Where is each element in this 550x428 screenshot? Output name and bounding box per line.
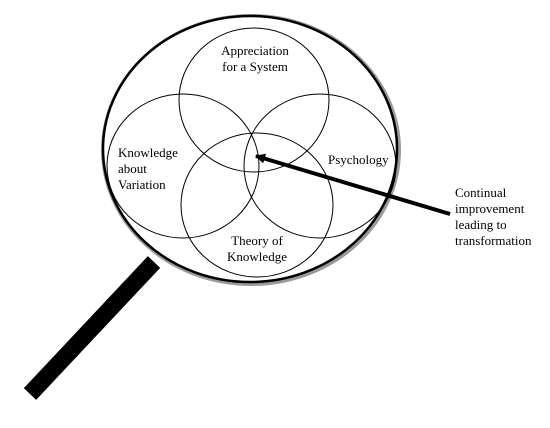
label-psychology-line1: Psychology [328,152,389,167]
callout-line4: transformation [455,233,532,248]
label-appreciation-line2: for a System [222,59,288,74]
label-appreciation-for-a-system: Appreciation for a System [205,43,305,75]
callout-line2: improvement [455,201,525,216]
label-variation-line3: Variation [118,177,166,192]
lens-rim [101,14,399,284]
label-theory-line2: Knowledge [227,249,287,264]
label-psychology: Psychology [328,152,389,168]
circle-psychology [243,93,397,239]
label-variation-line1: Knowledge [118,145,178,160]
label-variation-line2: about [118,161,147,176]
magnifier-handle [23,256,161,400]
callout-line1: Continual [455,185,507,200]
circle-appreciation-for-a-system [178,27,330,173]
label-theory-line1: Theory of [231,233,283,248]
label-knowledge-about-variation: Knowledge about Variation [118,145,178,193]
label-appreciation-line1: Appreciation [221,43,289,58]
callout-text: Continual improvement leading to transfo… [455,185,532,249]
circle-knowledge-about-variation [106,93,260,239]
label-theory-of-knowledge: Theory of Knowledge [212,233,302,265]
circle-theory-of-knowledge [180,132,334,278]
callout-line3: leading to [455,217,507,232]
callout-arrow [255,153,451,216]
